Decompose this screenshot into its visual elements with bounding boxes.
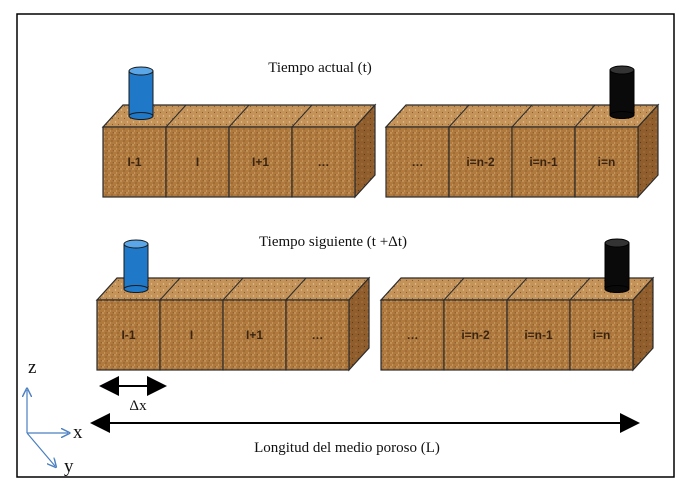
- block-seam: [165, 104, 187, 128]
- grid-cell: [380, 299, 445, 371]
- top-row-right-blocks: … i=n-2 i=n-1 i=n: [384, 103, 660, 199]
- grid-cell: [385, 126, 450, 198]
- block-seam: [569, 277, 591, 301]
- bottom-row-right-blocks: … i=n-2 i=n-1 i=n: [379, 276, 655, 372]
- block-seam: [574, 104, 596, 128]
- outer-border: [16, 13, 675, 478]
- bottom-row-left-blocks: I-1 I I+1 …: [95, 276, 371, 372]
- producer-well-top: [609, 65, 635, 119]
- x-axis-label: x: [73, 422, 83, 443]
- grid-cell-label: i=n: [598, 155, 616, 169]
- producer-well-bottom: [604, 238, 630, 293]
- block-seam: [291, 104, 313, 128]
- block-seam: [222, 277, 244, 301]
- block-seam: [511, 104, 533, 128]
- grid-cell-label: I+1: [252, 155, 269, 169]
- grid-cell: [574, 126, 639, 198]
- grid-cell: [285, 299, 350, 371]
- grid-cell: [159, 299, 224, 371]
- y-axis-label: y: [64, 456, 74, 477]
- grid-cell-label: I: [190, 328, 193, 342]
- top-row-left-blocks: I-1 I I+1 …: [101, 103, 377, 199]
- length-label: Longitud del medio poroso (L): [254, 440, 440, 456]
- grid-cell: [443, 299, 508, 371]
- grid-cell-label: I+1: [246, 328, 263, 342]
- block-seam: [159, 277, 181, 301]
- grid-cell-label: i=n-1: [524, 328, 553, 342]
- grid-cell: [291, 126, 356, 198]
- grid-cell-label: i=n: [593, 328, 611, 342]
- grid-cell: [222, 299, 287, 371]
- block-seam: [228, 104, 250, 128]
- block-seam: [506, 277, 528, 301]
- y-axis-line: [26, 432, 55, 466]
- grid-cell-label: I-1: [121, 328, 135, 342]
- grid-cell: [448, 126, 513, 198]
- grid-cell-label: …: [318, 155, 330, 169]
- block-seam: [443, 277, 465, 301]
- z-axis-label: z: [28, 357, 36, 378]
- grid-cell: [569, 299, 634, 371]
- top-row-title: Tiempo actual (t): [268, 60, 372, 76]
- block-seam: [285, 277, 307, 301]
- grid-cell-label: …: [407, 328, 419, 342]
- grid-cell-label: …: [312, 328, 324, 342]
- dx-label: Δx: [129, 398, 147, 414]
- grid-cell-label: …: [412, 155, 424, 169]
- injector-well-top: [128, 66, 154, 120]
- grid-cell-label: i=n-2: [461, 328, 490, 342]
- grid-cell: [511, 126, 576, 198]
- grid-cell-label: i=n-2: [466, 155, 495, 169]
- coordinate-axes: z x y: [27, 357, 83, 477]
- block-seam: [448, 104, 470, 128]
- injector-well-bottom: [123, 239, 149, 293]
- bottom-row-title: Tiempo siguiente (t +Δt): [259, 234, 407, 250]
- grid-cell-label: I-1: [127, 155, 141, 169]
- grid-cell: [96, 299, 161, 371]
- grid-cell: [165, 126, 230, 198]
- grid-cell-label: I: [196, 155, 199, 169]
- grid-cell-label: i=n-1: [529, 155, 558, 169]
